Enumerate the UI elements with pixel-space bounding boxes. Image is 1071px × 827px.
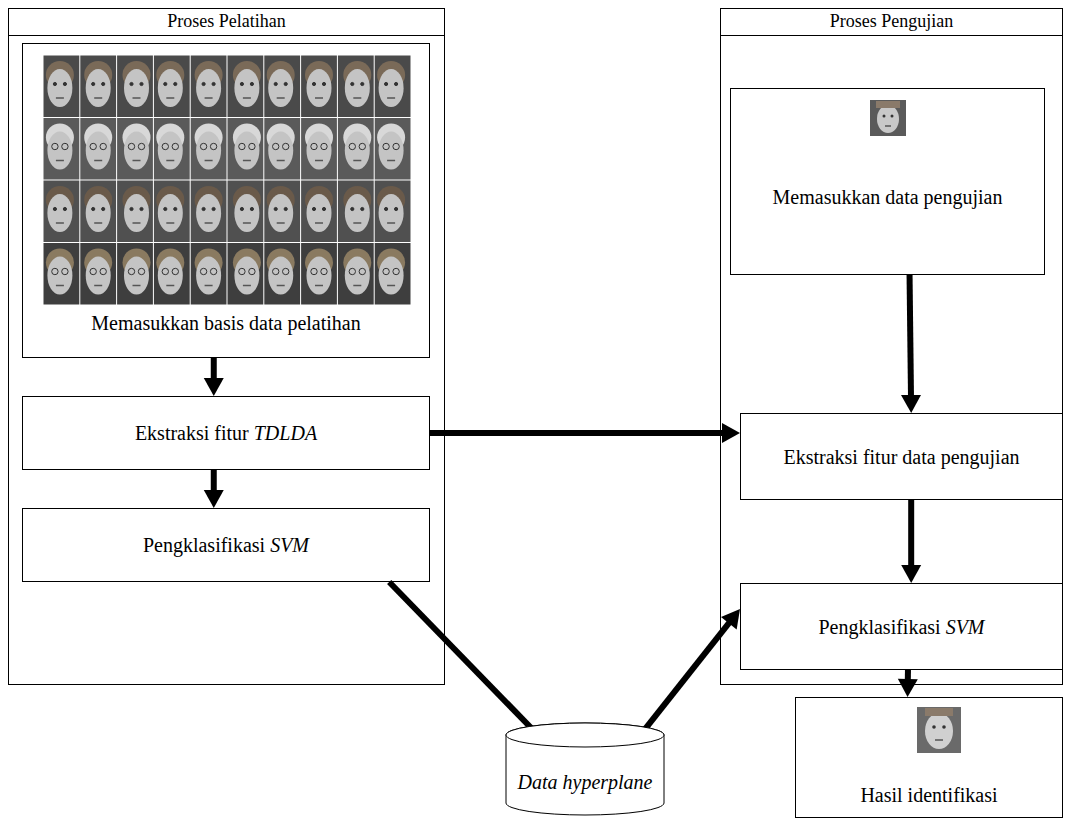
process-box: Pengklasifikasi SVM: [740, 583, 1063, 670]
flow-arrow: [898, 670, 918, 697]
arrow-head: [204, 490, 224, 508]
result-face-photo: [917, 707, 961, 753]
flow-arrow: [204, 358, 224, 396]
process-box: Pengklasifikasi SVM: [22, 508, 430, 582]
test-face-photo: [870, 100, 906, 136]
panel-header: Proses Pelatihan: [9, 9, 444, 36]
panel-title: Proses Pelatihan: [13, 11, 440, 33]
arrow-shaft: [389, 582, 537, 734]
training-face-grid: [44, 56, 411, 305]
output-box: Hasil identifikasi: [795, 697, 1063, 818]
node-label: Memasukkan data pengujian: [773, 185, 1003, 209]
process-box: Ekstraksi fitur TDLDA: [22, 396, 430, 470]
arrow-shaft: [908, 500, 914, 567]
flow-arrow: [430, 423, 740, 443]
arrow-shaft: [211, 470, 217, 492]
panel-header: Proses Pengujian: [721, 9, 1062, 36]
database-cylinder: Data hyperplane: [505, 722, 665, 816]
arrow-head: [898, 679, 918, 697]
cylinder-outline: [505, 722, 665, 816]
node-label: Data hyperplane: [518, 770, 653, 794]
process-box: Ekstraksi fitur data pengujian: [740, 413, 1063, 500]
process-panel: Proses PelatihanMemasukkan basis data pe…: [8, 8, 445, 685]
arrow-head: [204, 378, 224, 396]
node-label: Ekstraksi fitur TDLDA: [135, 421, 317, 445]
arrow-shaft: [910, 275, 911, 397]
node-label: Pengklasifikasi SVM: [818, 615, 984, 639]
node-label: Memasukkan basis data pelatihan: [91, 311, 360, 335]
panel-title: Proses Pengujian: [725, 11, 1058, 33]
flow-arrow: [901, 275, 921, 413]
input-box: Memasukkan data pengujian: [730, 88, 1045, 275]
flow-arrow: [901, 500, 921, 583]
node-label: Hasil identifikasi: [860, 783, 997, 807]
arrow-head: [901, 395, 921, 413]
input-box: Memasukkan basis data pelatihan: [22, 43, 430, 358]
node-label: Ekstraksi fitur data pengujian: [783, 445, 1019, 469]
arrow-shaft: [211, 358, 217, 380]
process-panel: Proses PengujianMemasukkan data pengujia…: [720, 8, 1063, 685]
node-label: Pengklasifikasi SVM: [143, 533, 309, 557]
arrow-head: [901, 565, 921, 583]
arrow-shaft: [430, 430, 724, 436]
flow-arrow: [204, 470, 224, 508]
arrow-head: [722, 423, 740, 443]
flow-arrow: [389, 582, 548, 746]
arrow-head: [721, 609, 740, 629]
